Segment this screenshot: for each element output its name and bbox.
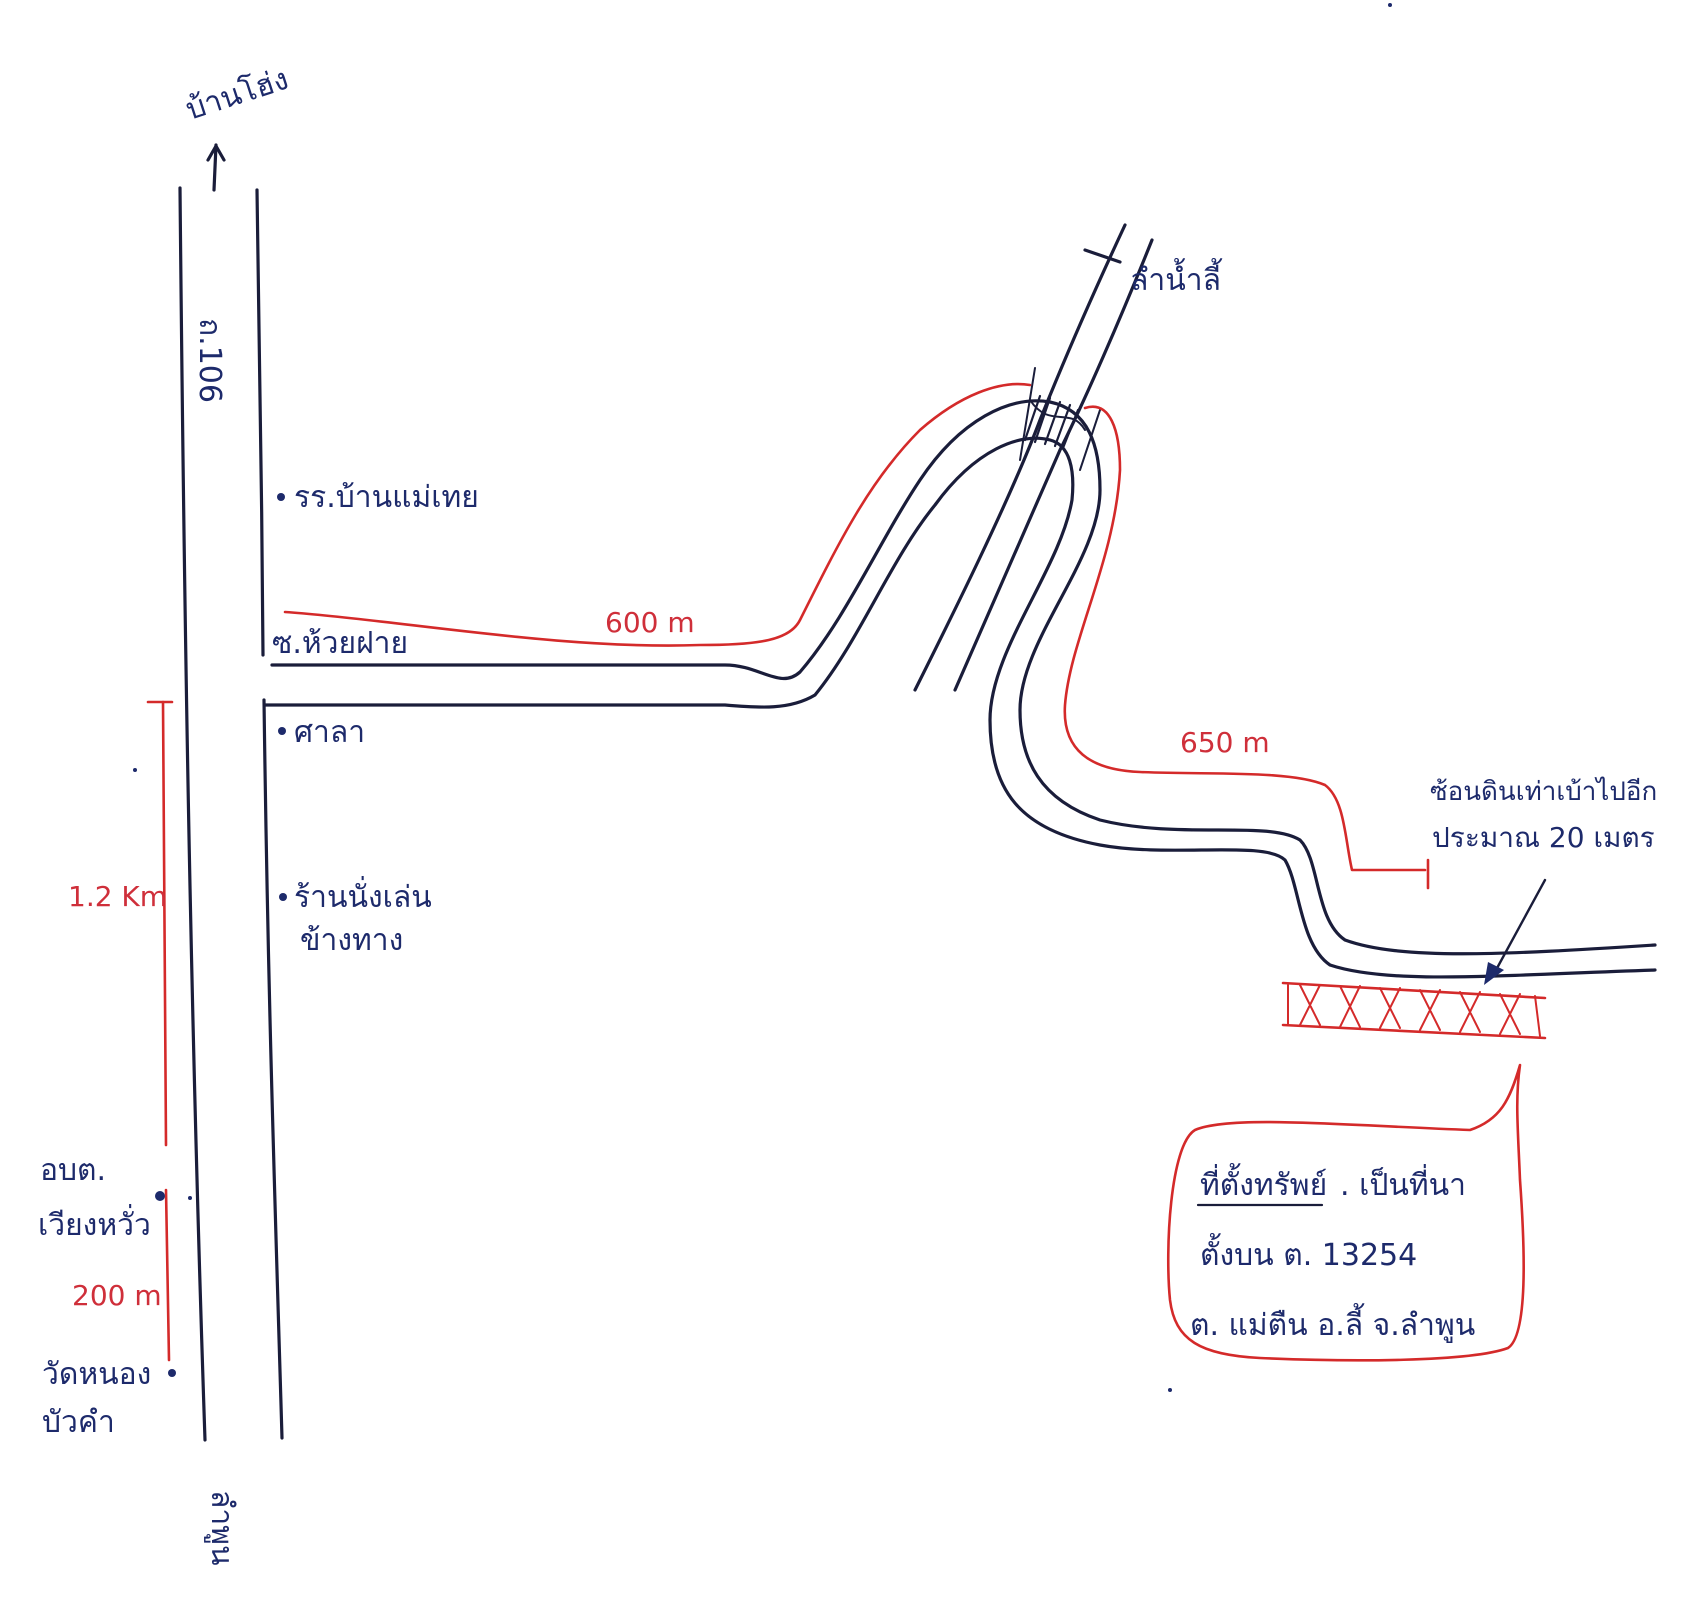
stray-mark bbox=[1168, 1388, 1172, 1392]
note-line2: ประมาณ 20 เมตร bbox=[1432, 821, 1655, 854]
bottom-road-label: ลำพูน bbox=[204, 1490, 239, 1566]
distance-600-label: 600 m bbox=[605, 606, 695, 639]
river-li bbox=[913, 223, 1154, 692]
note-line1: ซ้อนดินเท่าเบ้าไปอีก bbox=[1430, 776, 1657, 807]
main-road-106 bbox=[178, 186, 284, 1442]
distance-outline-650 bbox=[1063, 405, 1430, 890]
box-title-suffix: . เป็นที่นา bbox=[1340, 1164, 1466, 1203]
north-arrow-icon bbox=[206, 143, 226, 192]
property-parcel bbox=[1281, 981, 1547, 1040]
property-info-box bbox=[1166, 1063, 1525, 1362]
distance-1200-label: 1.2 Km bbox=[68, 880, 167, 913]
school-label: รร.บ้านแม่เทย bbox=[294, 480, 479, 515]
wat-dot bbox=[168, 1369, 176, 1377]
distance-bracket-200 bbox=[164, 1188, 171, 1362]
distance-bracket-1200 bbox=[146, 700, 174, 1147]
sala-dot bbox=[278, 727, 286, 735]
obt-label-line1: อบต. bbox=[40, 1153, 106, 1188]
wat-label-line2: บัวคำ bbox=[42, 1405, 115, 1440]
distance-outline-600 bbox=[283, 382, 1032, 647]
sala-label: ศาลา bbox=[294, 715, 365, 750]
school-dot bbox=[277, 493, 285, 501]
distance-200-label: 200 m bbox=[72, 1279, 162, 1312]
box-title: ที่ตั้งทรัพย์ bbox=[1200, 1163, 1327, 1203]
box-line3: ต. แม่ตืน อ.ลี้ จ.ลำพูน bbox=[1190, 1303, 1475, 1343]
wat-label-line1: วัดหนอง bbox=[42, 1357, 151, 1392]
distance-650-label: 650 m bbox=[1180, 726, 1270, 759]
shop-dot bbox=[279, 893, 287, 901]
river-label: ลำน้ำลี้ bbox=[1130, 258, 1222, 298]
stray-mark bbox=[133, 768, 137, 772]
ban-hong-label: บ้านโฮ่ง bbox=[181, 61, 292, 128]
soi-label: ซ.ห้วยฝาย bbox=[272, 626, 408, 661]
shop-label-line1: ร้านนั่งเล่น bbox=[294, 876, 432, 915]
side-road bbox=[263, 399, 1657, 979]
obt-label-line2: เวียงหวั่ว bbox=[38, 1204, 151, 1243]
stray-mark bbox=[1388, 3, 1392, 7]
parcel-arrow-icon bbox=[1484, 878, 1547, 985]
box-line2: ตั้งบน ต. 13254 bbox=[1200, 1233, 1417, 1273]
route-106-label: ถ.106 bbox=[192, 318, 227, 403]
bridge-hatch bbox=[1019, 367, 1101, 471]
shop-label-line2: ข้างทาง bbox=[300, 923, 403, 958]
stray-mark bbox=[188, 1196, 192, 1200]
obt-dot bbox=[155, 1191, 165, 1201]
